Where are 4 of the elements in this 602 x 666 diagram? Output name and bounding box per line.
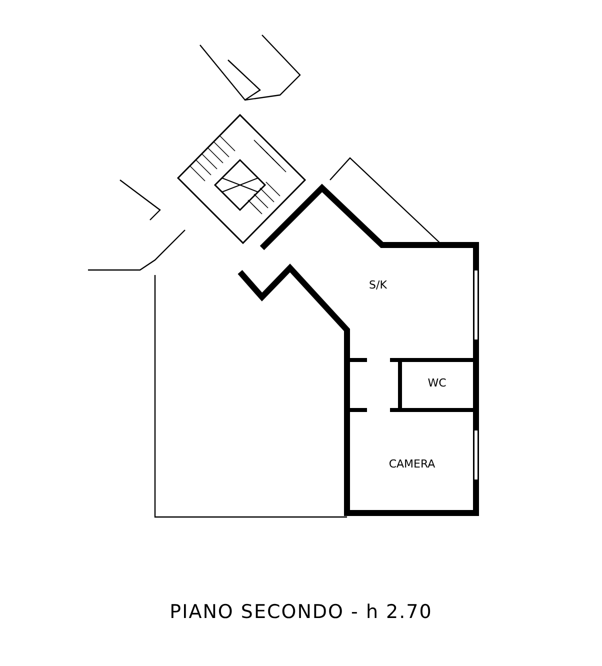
room-label: CAMERA xyxy=(388,458,436,470)
room-label: WC xyxy=(428,376,446,390)
room-label: S/K xyxy=(369,278,387,292)
plan-caption: PIANO SECONDO - h 2.70 xyxy=(170,601,432,623)
